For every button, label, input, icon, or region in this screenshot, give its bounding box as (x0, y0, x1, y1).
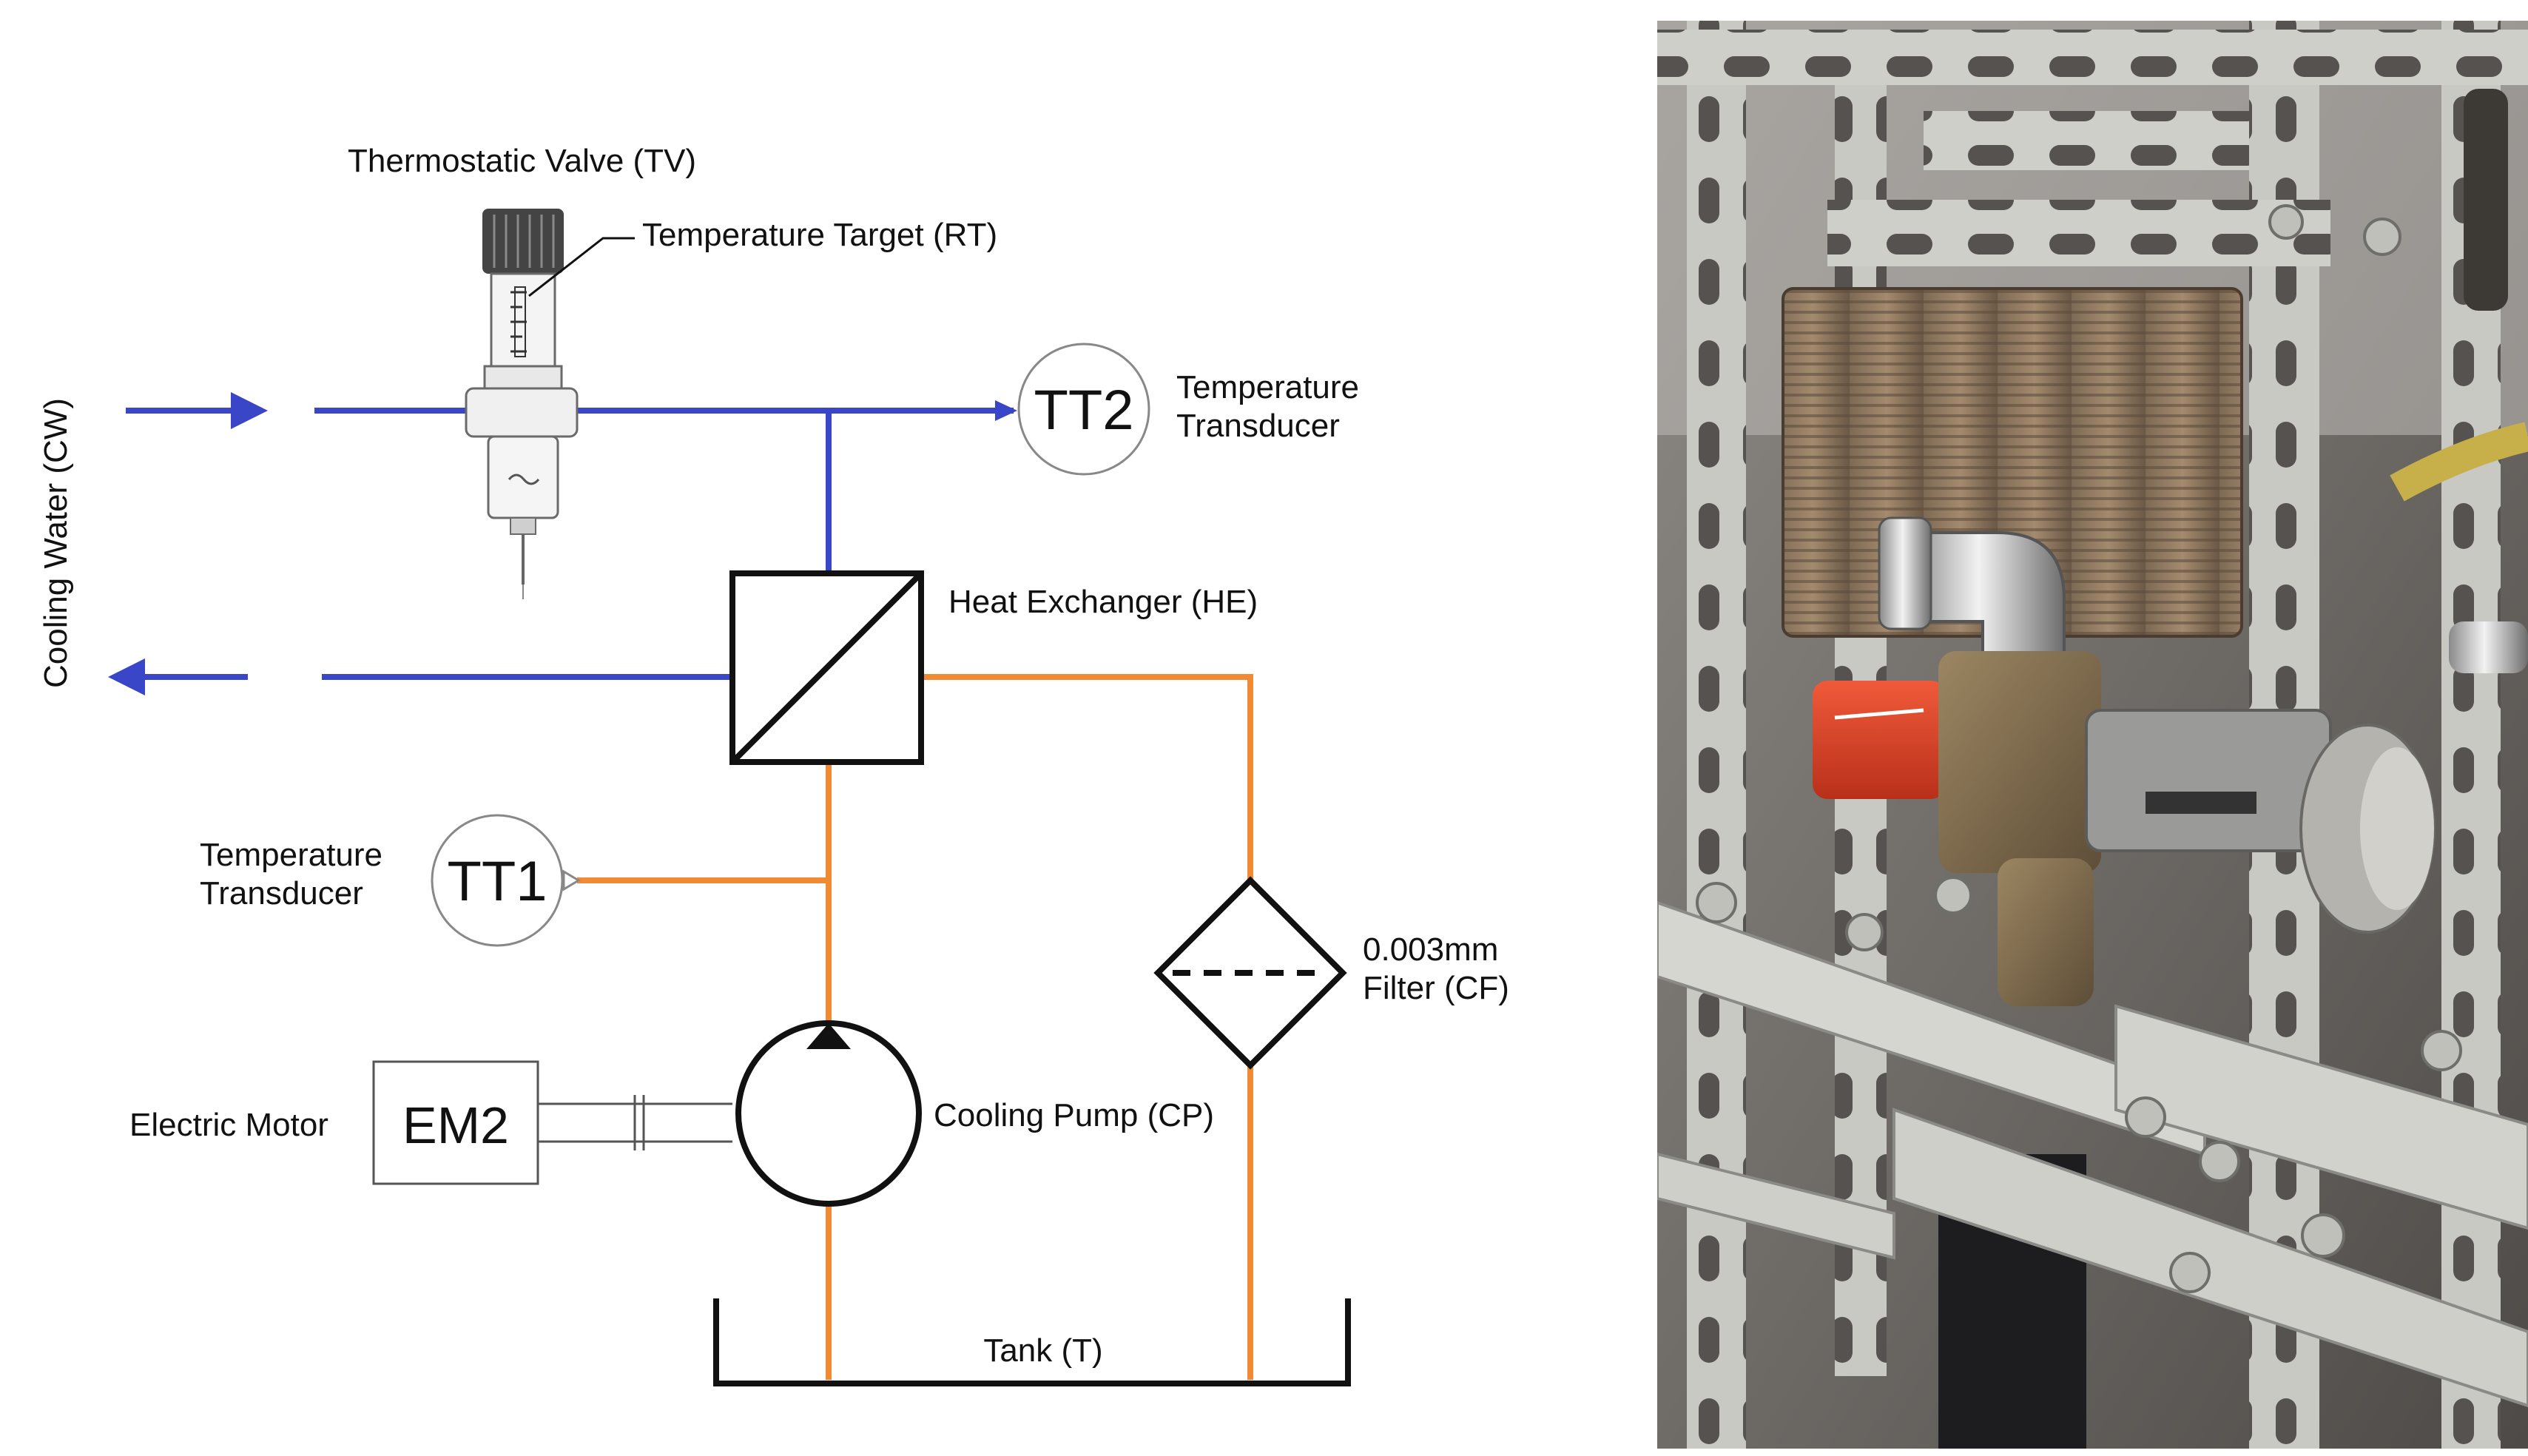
tt2-transducer-symbol: TT2 (1017, 343, 1150, 476)
cooling-water-label: Cooling Water (CW) (38, 398, 74, 688)
coolant-lines (577, 674, 1253, 1380)
filter-label-line2: Filter (CF) (1363, 970, 1509, 1006)
tt2-label-line2: Transducer (1176, 408, 1340, 444)
tank-label: Tank (T) (983, 1332, 1102, 1369)
heat-exchanger-symbol (729, 570, 924, 765)
electric-motor-box (372, 1060, 539, 1185)
temperature-target-leader-line (528, 237, 635, 297)
cooling-pump-label: Cooling Pump (CP) (934, 1097, 1214, 1133)
tt1-connection-arrow-icon (562, 869, 581, 892)
electric-motor-label: Electric Motor (129, 1107, 328, 1143)
filter-label-line1: 0.003mm (1363, 931, 1498, 968)
schematic: Cooling Water (CW) (38, 143, 1509, 1386)
heat-exchanger-label: Heat Exchanger (HE) (948, 584, 1258, 620)
tt1-transducer-symbol: TT1 (431, 814, 581, 947)
cooling-pump-symbol (735, 1020, 922, 1207)
tt1-label-line1: Temperature (200, 837, 382, 873)
electric-motor-tag: EM2 (402, 1096, 509, 1154)
temperature-target-label: Temperature Target (RT) (642, 217, 997, 253)
filter-symbol (1153, 876, 1347, 1070)
cooling-water-inlet-arrow-icon (126, 392, 268, 429)
tt2-tag: TT2 (1034, 379, 1133, 442)
tt1-tag: TT1 (447, 850, 547, 913)
thermostatic-valve-icon (465, 209, 579, 599)
photo-of-cooling-assembly (1657, 21, 2528, 1449)
tt2-label-line1: Temperature (1176, 369, 1359, 405)
tt1-label-line2: Transducer (200, 875, 363, 911)
cooling-water-outlet-arrow-icon (108, 658, 248, 695)
tank-symbol (713, 1298, 1351, 1386)
cooling-water-lines (314, 408, 1014, 680)
tt2-connection-arrow-icon (995, 400, 1017, 421)
motor-pump-coupling (538, 1095, 732, 1150)
thermostatic-valve-label: Thermostatic Valve (TV) (348, 143, 696, 179)
